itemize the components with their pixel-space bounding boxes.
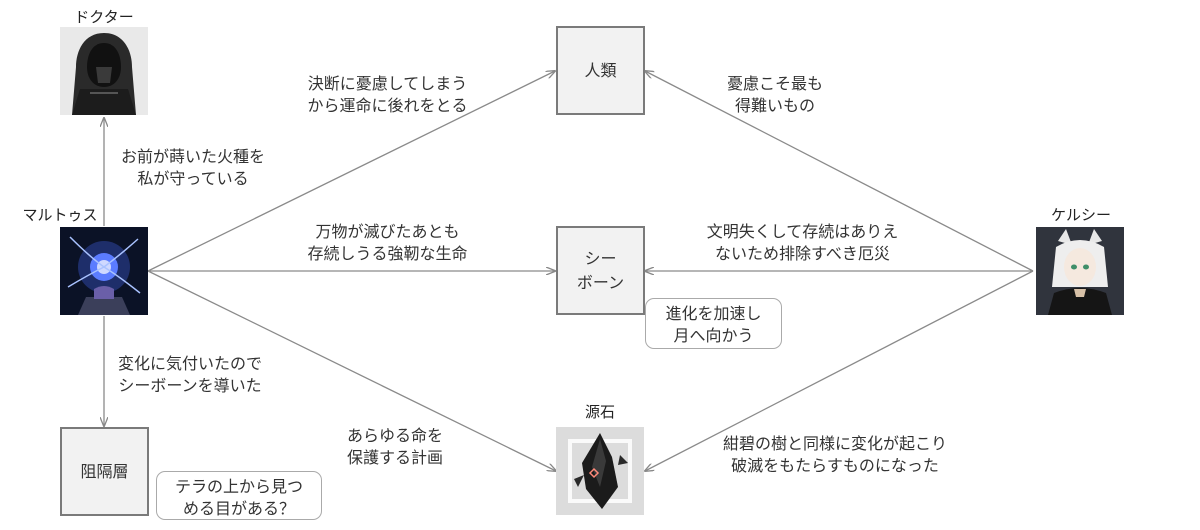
edge-malthus-originium <box>147 270 556 471</box>
humanity-box: 人類 <box>556 26 645 115</box>
seaborn-label-line2: ボーン <box>576 272 625 292</box>
label-malthus-barrier: 変化に気付いたので シーボーンを導いた <box>117 354 262 395</box>
label-malthus-humanity: 決断に憂慮してしまう から運命に後れをとる <box>307 74 468 115</box>
seaborn-box: シー ボーン <box>556 226 645 315</box>
label-kaltsit-originium: 紺碧の樹と同様に変化が起こり 破滅をもたらすものになった <box>722 434 947 475</box>
barrier-layer-box: 阻隔層 <box>60 427 149 516</box>
label-kaltsit-humanity: 憂慮こそ最も 得難いもの <box>726 74 823 115</box>
label-malthus-seaborn: 万物が滅びたあとも 存続しうる強靭な生命 <box>307 222 468 263</box>
label-malthus-doctor: お前が蒔いた火種を 私が守っている <box>120 147 265 188</box>
doctor-name: ドクター <box>74 8 134 26</box>
malthus-name: マルトゥス <box>22 206 98 224</box>
barrier-layer-label: 阻隔層 <box>80 461 129 481</box>
barrier-note-callout: テラの上から見つ める目がある？ <box>156 471 322 520</box>
edge-malthus-humanity <box>147 71 555 272</box>
seaborn-label-line1: シー <box>584 248 617 268</box>
edge-kaltsit-originium <box>645 270 1034 471</box>
kaltsit-name: ケルシー <box>1050 206 1111 224</box>
edge-kaltsit-humanity <box>645 71 1034 272</box>
originium-image <box>556 427 644 515</box>
malthus-portrait <box>60 227 148 315</box>
label-kaltsit-seaborn: 文明失くして存続はありえ ないため排除すべき厄災 <box>706 222 899 263</box>
originium-name: 源石 <box>584 403 615 421</box>
label-malthus-originium: あらゆる命を 保護する計画 <box>346 426 443 467</box>
humanity-label: 人類 <box>584 60 617 80</box>
doctor-portrait <box>60 27 148 115</box>
kaltsit-portrait <box>1036 227 1124 315</box>
seaborn-note-callout: 進化を加速し 月へ向かう <box>645 298 782 349</box>
